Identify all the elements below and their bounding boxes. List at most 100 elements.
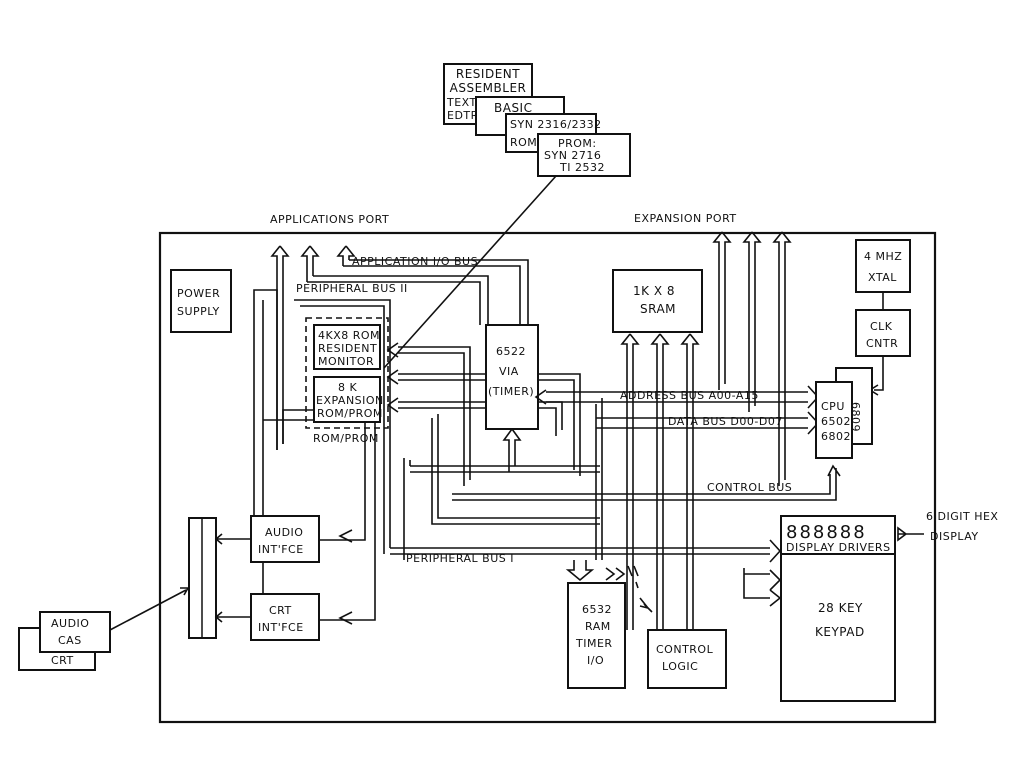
board-outline <box>158 231 937 724</box>
expansion-rom-line2: EXPANSION <box>316 394 384 407</box>
crt-interface-box <box>250 593 320 641</box>
riot-line2: RAM <box>585 620 611 633</box>
cpu-line2: 6502 <box>821 415 851 428</box>
prom-line3: TI 2532 <box>559 161 605 174</box>
audio-cas-line2: CAS <box>58 634 82 647</box>
cpu-line1: CPU <box>821 400 845 413</box>
control-logic-line1: CONTROL <box>656 643 714 656</box>
keypad-line2: KEYPAD <box>815 625 865 639</box>
xtal-line1: 4 MHZ <box>864 250 902 263</box>
rom-option-stack: RESIDENT ASSEMBLER TEXT EDTR BASIC SYN 2… <box>443 63 631 177</box>
audio-interface-box <box>250 515 320 563</box>
prom-line1: PROM: <box>558 137 597 150</box>
control-logic-line2: LOGIC <box>662 660 698 673</box>
resident-monitor-line2: RESIDENT <box>318 342 377 355</box>
control-bus-label: CONTROL BUS <box>707 481 792 494</box>
data-bus-label: DATA BUS D00-D07 <box>668 415 783 428</box>
external-crt-label: CRT <box>51 654 74 667</box>
text-editor-line1: TEXT <box>446 96 477 109</box>
hex-display-arrow <box>897 526 924 542</box>
internal-bus-upper <box>403 458 600 560</box>
applications-port-label: APPLICATIONS PORT <box>270 213 389 226</box>
prom-line2: SYN 2716 <box>544 149 601 162</box>
application-io-bus <box>343 259 529 325</box>
text-editor-line2: EDTR <box>447 109 479 122</box>
resident-monitor-line1: 4KX8 ROM <box>318 329 380 342</box>
sram-buses <box>620 333 700 630</box>
rom-bus-a <box>386 369 581 476</box>
riot-line4: I/O <box>587 654 604 667</box>
prom-box <box>537 133 631 177</box>
expansion-rom-line3: ROM/PROM <box>317 407 383 420</box>
peripheral-bus-2 <box>307 275 489 325</box>
expansion-rom-line1: 8 K <box>338 381 357 394</box>
expansion-port-arrows <box>712 231 792 486</box>
cpu-line3: 6802 <box>821 430 851 443</box>
expansion-rom-box <box>313 376 381 423</box>
resident-monitor-rom-box <box>313 324 381 370</box>
app-port-feeders <box>253 289 366 541</box>
display-drivers-label: DISPLAY DRIVERS <box>786 541 891 554</box>
control-logic-box <box>647 629 727 689</box>
sram-line1: 1K X 8 <box>633 284 675 298</box>
audio-connector-arrow <box>214 533 251 545</box>
rom-prom-label: ROM/PROM <box>313 432 379 445</box>
power-supply-box <box>170 269 232 333</box>
expansion-port-label: EXPANSION PORT <box>634 212 737 225</box>
riot-control-arrow <box>639 597 653 613</box>
peripheral-bus-1-feeder <box>294 299 391 554</box>
keypad-bus-arrows <box>743 568 782 607</box>
internal-bus-vertical <box>595 398 603 560</box>
peripheral-bus-1-label: PERIPHERAL BUS I <box>406 552 514 565</box>
audio-intfce-arrow <box>338 529 353 543</box>
via-line2: VIA <box>499 365 519 378</box>
riot-side-arrows <box>605 565 639 589</box>
sram-line2: SRAM <box>640 302 676 316</box>
riot-input-arrow <box>565 560 595 582</box>
hex-display-line1: 6 DIGIT HEX <box>926 510 998 523</box>
clk-cntr-box <box>855 309 911 357</box>
seven-segment-digits: 888888 <box>786 522 867 543</box>
clk-line1: CLK <box>870 320 893 333</box>
rom-option-leader <box>383 175 557 369</box>
sram-box <box>612 269 703 333</box>
hex-display-line2: DISPLAY <box>930 530 979 543</box>
audio-intfce-line1: AUDIO <box>265 526 303 539</box>
xtal-line2: XTAL <box>868 271 897 284</box>
power-supply-line1: POWER <box>177 287 220 300</box>
cassette-link-line <box>109 587 190 631</box>
application-io-bus-label: APPLICATION I/O BUS <box>352 255 478 268</box>
audio-intfce-line2: INT'FCE <box>258 543 304 556</box>
via-line1: 6522 <box>496 345 526 358</box>
peripheral-bus-2-label: PERIPHERAL BUS II <box>296 282 408 295</box>
address-bus <box>534 385 820 409</box>
control-bus <box>452 464 841 501</box>
resident-assembler-line1: RESIDENT <box>456 67 520 81</box>
cpu-box <box>815 381 853 459</box>
crt-intfce-line2: INT'FCE <box>258 621 304 634</box>
riot-line3: TIMER <box>575 637 613 650</box>
keypad-line1: 28 KEY <box>818 601 863 615</box>
syn-rom-line2: ROM <box>510 136 537 149</box>
crt-intfce-arrow <box>338 611 353 625</box>
riot-6532-box <box>567 582 626 689</box>
audio-cassette-box <box>39 611 111 653</box>
display-drivers-box <box>780 515 896 555</box>
xtal-box <box>855 239 911 293</box>
via-lower-bus <box>502 428 522 472</box>
internal-bus-middle <box>431 414 600 525</box>
power-supply-line2: SUPPLY <box>177 305 220 318</box>
audio-cas-line1: AUDIO <box>51 617 89 630</box>
syn-rom-line1: SYN 2316/2332 <box>510 118 602 131</box>
crt-intfce-line1: CRT <box>269 604 292 617</box>
resident-assembler-line2: ASSEMBLER <box>450 81 527 95</box>
via-line3: (TIMER) <box>488 385 534 398</box>
address-bus-label: ADDRESS BUS A00-A15 <box>620 389 759 402</box>
basic-label: BASIC <box>494 101 532 115</box>
riot-line1: 6532 <box>582 603 612 616</box>
resident-monitor-line3: MONITOR <box>318 355 374 368</box>
rom-prom-socket-group <box>305 317 389 429</box>
rom-monitor-bus <box>386 342 471 486</box>
clk-line2: CNTR <box>866 337 898 350</box>
